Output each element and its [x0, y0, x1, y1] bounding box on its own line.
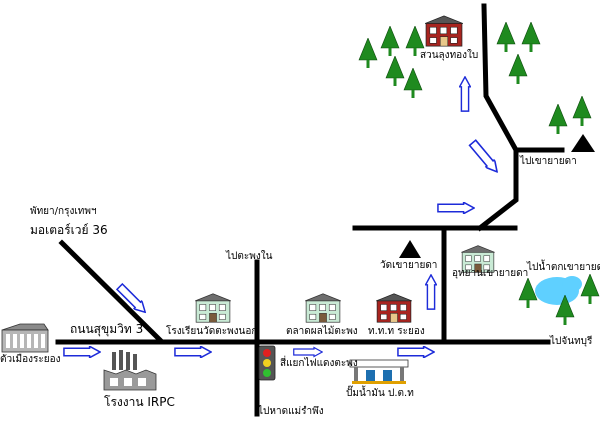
- gas-station-icon: [349, 359, 409, 384]
- to-ban-phe-label: ไปหาดแม่รำพึง: [258, 406, 324, 417]
- direction-arrow-icon: [63, 346, 101, 358]
- wat-label: วัดเขายายดา: [380, 260, 438, 271]
- tree-icon: [580, 274, 600, 304]
- to-khao-yai-da-label: ไปเขายายดา: [520, 156, 577, 167]
- direction-arrow-icon: [459, 76, 471, 112]
- tree-icon: [508, 54, 528, 84]
- pattaya-label: พัทยา/กรุงเทพฯ: [30, 206, 97, 217]
- garden-label: สวนลุงทองใบ: [420, 50, 479, 61]
- market-house-icon: [304, 293, 342, 323]
- motorway-road: [58, 239, 164, 344]
- rayong-city-label: ตัวเมืองระยอง: [0, 354, 61, 365]
- garden-house-icon: [424, 15, 464, 47]
- gas-station-label: ปั๊มน้ำมัน ป.ต.ท: [346, 388, 414, 399]
- tree-icon: [572, 96, 592, 126]
- tree-icon: [521, 22, 541, 52]
- direction-arrow-icon: [397, 346, 435, 358]
- tree-icon: [548, 104, 568, 134]
- rayong-city-building-icon: [1, 323, 49, 353]
- tree-icon: [403, 68, 423, 98]
- intersection-label: สี่แยกไฟแดงตะพง: [280, 358, 358, 369]
- sukhumvit-label: ถนนสุขุมวิท 3: [70, 322, 144, 336]
- pond-icon: [535, 276, 582, 305]
- traffic-light-icon: [258, 345, 276, 381]
- tree-icon: [380, 26, 400, 56]
- tree-icon: [496, 22, 516, 52]
- motorway-label: มอเตอร์เวย์ 36: [30, 223, 108, 237]
- direction-arrow-icon: [467, 138, 503, 177]
- direction-arrow-icon: [174, 346, 212, 358]
- direction-arrow-icon: [293, 346, 323, 358]
- factory-icon: [103, 350, 157, 391]
- irpc-label: โรงงาน IRPC: [104, 395, 175, 409]
- mountain-icon: [399, 240, 421, 258]
- tree-icon: [385, 56, 405, 86]
- school-house-icon: [194, 293, 232, 323]
- tree-icon: [358, 38, 378, 68]
- to-taphong-nai-label: ไปตะพงใน: [226, 251, 273, 262]
- to-waterfall-label: ไปน้ำตกเขายายดา: [527, 262, 600, 273]
- tree-icon: [518, 278, 538, 308]
- roads: [55, 3, 565, 417]
- to-chanthaburi-label: ไปจันทบุรี: [550, 336, 593, 347]
- national-park-label: อุทยานเขายายดา: [452, 268, 529, 279]
- mountain-icon: [571, 134, 595, 152]
- direction-arrow-icon: [425, 274, 437, 310]
- police-label: ท.ท.ท ระยอง: [368, 326, 425, 337]
- police-house-icon: [375, 293, 413, 323]
- school-label: โรงเรียนวัดตะพงนอก: [166, 326, 258, 337]
- direction-arrows: [63, 76, 503, 358]
- direction-arrow-icon: [437, 202, 475, 214]
- market-label: ตลาดผลไม้ตะพง: [286, 326, 358, 337]
